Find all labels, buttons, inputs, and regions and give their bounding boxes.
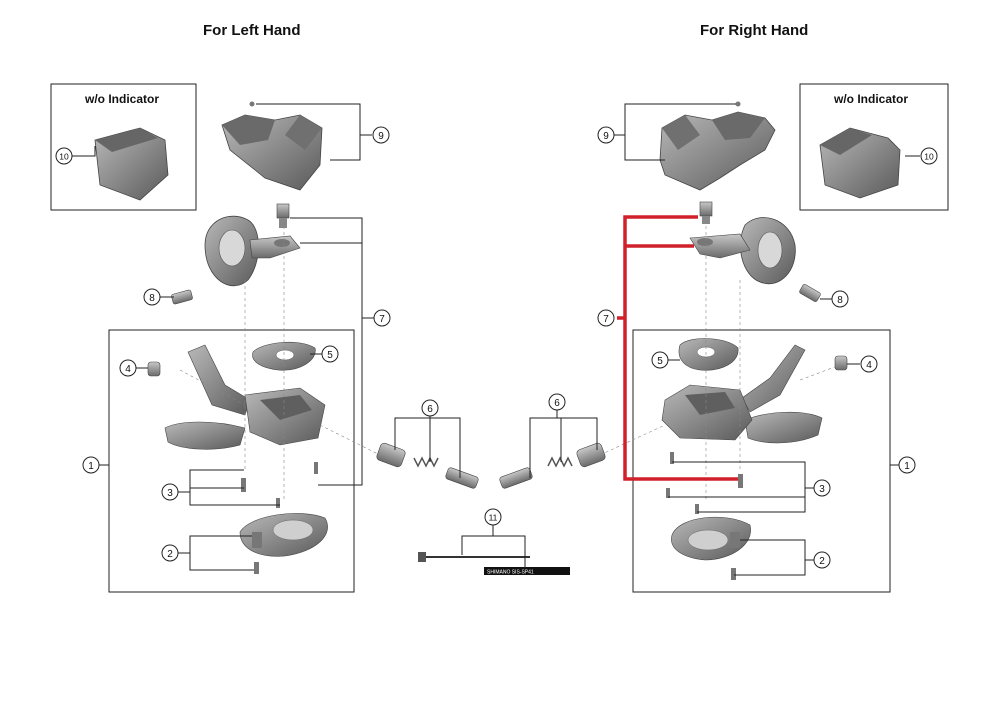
assembly-axes-left [179,220,381,500]
cover-9-left [221,114,323,191]
callout-2-left: 2 [161,544,179,562]
right-assembly-box [632,329,891,593]
callout-8-left: 8 [143,288,161,306]
clamp-band-left [204,215,301,287]
callout-number: 1 [88,461,94,472]
callout-number: 10 [924,152,934,162]
clamp-band-right [689,217,796,285]
cover-without-indicator-right [819,127,901,199]
callout-number: 4 [866,360,872,371]
right-inset-title: w/o Indicator [834,92,909,106]
callout-9-left: 9 [372,126,390,144]
leader-lines [72,103,920,576]
callout-8-right: 8 [831,290,849,308]
callout-5-left: 5 [321,345,339,363]
cable-adjuster-left [376,442,479,489]
clamp-bolt-left [171,289,193,305]
callout-10-right: 10 [920,147,938,165]
callout-7-right: 7 [597,309,615,327]
highlight-leader-7-right [617,215,738,481]
cap-4-right [834,355,848,371]
callout-6-left: 6 [421,399,439,417]
callout-11: 11 [484,508,502,526]
washer-plate-left [252,341,316,371]
callout-number: 5 [657,356,663,367]
callout-number: 3 [167,488,173,499]
callout-9-right: 9 [597,126,615,144]
callout-number: 1 [904,461,910,472]
callout-number: 10 [59,152,69,162]
bottom-cover-right [671,516,751,580]
left-inset-title: w/o Indicator [85,92,160,106]
callout-3-right: 3 [813,479,831,497]
callout-7-left: 7 [373,309,391,327]
right-inset-box [799,83,949,211]
left-assembly-box [108,329,355,593]
callout-number: 8 [837,295,843,306]
callout-number: 8 [149,293,155,304]
shift-lever-body-left [164,344,326,450]
adjuster-bolt-left [276,203,290,228]
callout-1-right: 1 [898,456,916,474]
screws-3-right [666,452,743,514]
left-hand-header: For Left Hand [203,22,301,39]
callout-number: 4 [125,364,131,375]
cover-without-indicator-left [94,127,169,201]
callout-number: 6 [427,404,433,415]
screws-3-left [241,462,318,508]
callout-4-right: 4 [860,355,878,373]
shift-lever-body-right [661,344,823,444]
callout-2-right: 2 [813,551,831,569]
callout-number: 11 [489,513,498,523]
cap-4-left [147,361,161,377]
callout-number: 9 [603,131,609,142]
callout-3-left: 3 [161,483,179,501]
cover-9-right [659,111,776,191]
callout-number: 7 [603,314,609,325]
callout-number: 7 [379,314,385,325]
clamp-bolt-right [799,284,821,302]
right-hand-header: For Right Hand [700,22,809,39]
callout-6-right: 6 [548,393,566,411]
bottom-cover-left [239,513,328,574]
callout-5-right: 5 [651,351,669,369]
callout-number: 3 [819,484,825,495]
callout-number: 2 [819,556,825,567]
screw-9-right [735,101,741,107]
callout-10-left: 10 [55,147,73,165]
assembly-axes-right [599,220,841,500]
callout-number: 2 [167,549,173,560]
screw-9-left [249,101,255,107]
callout-number: 5 [327,350,333,361]
callout-number: 6 [554,398,560,409]
left-inset-box [50,83,197,211]
callout-4-left: 4 [119,359,137,377]
inner-cable: SHIMANO SIS-SP41 [418,552,570,576]
washer-plate-right [678,338,739,371]
callout-1-left: 1 [82,456,100,474]
callout-number: 9 [378,131,384,142]
cable-adjuster-right [499,442,606,489]
cable-label: SHIMANO SIS-SP41 [487,570,534,576]
